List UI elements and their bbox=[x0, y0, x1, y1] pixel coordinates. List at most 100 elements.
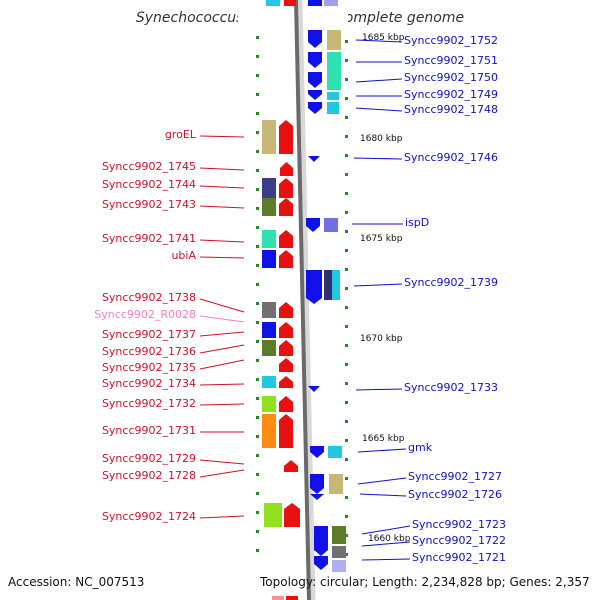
leader-right-11 bbox=[359, 493, 407, 497]
gene-label-right-11: Syncc9902_1726 bbox=[408, 488, 503, 501]
leader-left-5 bbox=[199, 256, 245, 259]
gene-label-right-10: Syncc9902_1727 bbox=[408, 470, 503, 483]
gene-block-right-18 bbox=[324, 270, 332, 300]
gene-label-right-5: Syncc9902_1746 bbox=[404, 151, 499, 164]
gene-arrow-left-9 bbox=[279, 230, 293, 248]
leader-right-13 bbox=[361, 541, 411, 547]
gene-block-left-14 bbox=[262, 322, 276, 338]
gene-block-left-12 bbox=[262, 302, 276, 318]
gene-arrow-left-27 bbox=[284, 503, 300, 527]
scale-label-3: 1670 kbp bbox=[360, 334, 403, 344]
gene-arrow-right-29 bbox=[314, 556, 328, 570]
gene-block-right-30 bbox=[332, 560, 346, 572]
gene-arrow-left-11 bbox=[279, 250, 293, 268]
gene-label-left-10: Syncc9902_1735 bbox=[101, 361, 196, 374]
gene-arrow-right-14 bbox=[308, 156, 320, 162]
genome-backbone bbox=[294, 0, 311, 600]
leader-left-6 bbox=[199, 298, 245, 313]
gene-label-right-13: Syncc9902_1722 bbox=[412, 534, 507, 547]
gene-arrow-right-23 bbox=[310, 474, 324, 494]
gene-block-right-22 bbox=[328, 446, 342, 458]
gene-arrow-right-17 bbox=[306, 270, 322, 304]
gene-arrow-left-1 bbox=[279, 120, 293, 154]
gene-label-right-8: Syncc9902_1733 bbox=[404, 381, 499, 394]
leader-left-1 bbox=[199, 167, 245, 171]
gene-arrow-right-12 bbox=[308, 102, 322, 114]
gene-arrow-right-4 bbox=[308, 30, 322, 48]
gene-block-right-11 bbox=[327, 92, 339, 100]
gene-block-right-9 bbox=[327, 72, 341, 90]
gene-label-right-12: Syncc9902_1723 bbox=[412, 518, 507, 531]
right-strand-genes bbox=[266, 0, 346, 572]
leader-left-2 bbox=[199, 185, 245, 189]
leader-left-4 bbox=[199, 239, 245, 243]
gene-arrow-left-7 bbox=[279, 198, 293, 216]
gene-arrow-left-5 bbox=[279, 178, 293, 198]
leader-left-0 bbox=[199, 135, 245, 138]
leader-left-3 bbox=[199, 205, 245, 209]
gene-label-right-2: Syncc9902_1750 bbox=[404, 71, 499, 84]
gene-block-right-24 bbox=[329, 474, 343, 494]
gene-label-left-1: Syncc9902_1745 bbox=[101, 160, 196, 173]
leader-right-14 bbox=[361, 558, 411, 561]
gene-block-edge-0 bbox=[272, 596, 284, 600]
gene-label-right-3: Syncc9902_1749 bbox=[404, 88, 499, 101]
gene-label-right-6: ispD bbox=[405, 216, 430, 229]
gene-block-right-16 bbox=[324, 218, 338, 232]
gene-arrow-left-22 bbox=[279, 396, 293, 412]
gene-label-left-12: Syncc9902_1732 bbox=[101, 397, 196, 410]
gene-label-left-14: Syncc9902_1729 bbox=[101, 452, 196, 465]
left-tick-marks bbox=[256, 36, 259, 552]
gene-block-left-6 bbox=[262, 198, 276, 216]
gene-arrow-left-25 bbox=[284, 460, 298, 472]
gene-label-left-16: Syncc9902_1724 bbox=[101, 510, 196, 523]
leader-left-15 bbox=[199, 469, 245, 478]
gene-block-right-27 bbox=[332, 526, 346, 544]
leader-left-12 bbox=[199, 403, 245, 406]
gene-block-left-4 bbox=[262, 178, 276, 198]
gene-arrow-right-15 bbox=[306, 218, 320, 232]
gene-label-left-7: Syncc9902_R0028 bbox=[94, 308, 196, 321]
gene-label-left-11: Syncc9902_1734 bbox=[101, 377, 196, 390]
accession-label: Accession: NC_007513 bbox=[8, 575, 145, 589]
gene-label-right-4: Syncc9902_1748 bbox=[404, 103, 499, 116]
gene-arrow-left-18 bbox=[279, 358, 293, 372]
gene-arrow-left-3 bbox=[280, 162, 293, 176]
gene-block-right-2 bbox=[284, 0, 296, 6]
scale-label-4: 1665 kbp bbox=[362, 434, 405, 444]
gene-block-right-7 bbox=[327, 52, 341, 72]
gene-arrow-right-6 bbox=[308, 52, 322, 68]
gene-block-right-13 bbox=[327, 102, 339, 114]
gene-label-right-1: Syncc9902_1751 bbox=[404, 54, 499, 67]
gene-block-left-19 bbox=[262, 376, 276, 388]
genome-summary: Topology: circular; Length: 2,234,828 bp… bbox=[260, 575, 590, 589]
gene-label-left-8: Syncc9902_1737 bbox=[101, 328, 196, 341]
gene-block-right-19 bbox=[332, 270, 340, 300]
gene-label-left-15: Syncc9902_1728 bbox=[101, 469, 196, 482]
gene-arrow-right-26 bbox=[314, 526, 328, 556]
leader-right-4 bbox=[355, 107, 403, 112]
gene-block-left-16 bbox=[262, 340, 276, 356]
gene-arrow-right-20 bbox=[308, 386, 320, 392]
gene-arrow-left-20 bbox=[279, 376, 293, 388]
gene-label-left-2: Syncc9902_1744 bbox=[101, 178, 196, 191]
gene-label-left-6: Syncc9902_1738 bbox=[101, 291, 196, 304]
leader-left-10 bbox=[199, 359, 245, 370]
leader-left-7 bbox=[199, 315, 245, 323]
gene-arrow-right-21 bbox=[310, 446, 324, 458]
gene-label-left-5: ubiA bbox=[171, 249, 196, 262]
left-strand-genes bbox=[262, 120, 300, 600]
gene-block-left-8 bbox=[262, 230, 276, 248]
leader-right-0 bbox=[355, 39, 403, 43]
leader-right-12 bbox=[361, 525, 411, 535]
scale-label-5: 1660 kbp bbox=[368, 534, 411, 544]
gene-label-right-9: gmk bbox=[408, 441, 433, 454]
leader-right-9 bbox=[357, 448, 407, 453]
leader-left-16 bbox=[199, 515, 245, 519]
gene-block-left-10 bbox=[262, 250, 276, 268]
gene-block-left-26 bbox=[264, 503, 282, 527]
gene-block-edge-1 bbox=[286, 596, 298, 600]
gene-label-left-0: groEL bbox=[164, 128, 196, 141]
leader-right-10 bbox=[357, 477, 407, 485]
